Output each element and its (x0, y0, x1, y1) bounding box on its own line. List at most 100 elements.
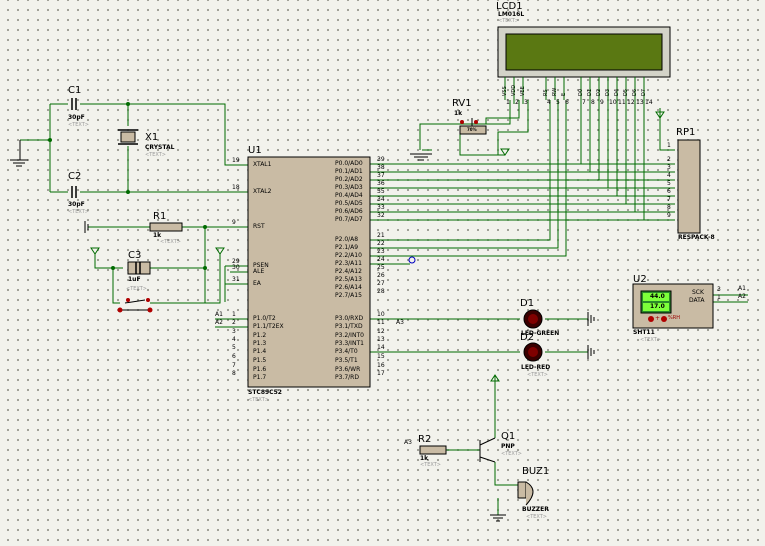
r2-ref[interactable]: R2 (418, 434, 432, 445)
lcd-pin-num: 6 (565, 99, 569, 106)
u1-pin-name: P0.1/AD1 (335, 168, 363, 175)
lcd-pin-num: 14 (645, 99, 653, 106)
u1-pin-num: 17 (377, 370, 385, 377)
lcd-pin-num: 7 (582, 99, 586, 106)
lcd-pin-name: VEE (520, 86, 526, 96)
r1-ref[interactable]: R1 (153, 211, 167, 222)
x1-ref[interactable]: X1 (145, 132, 159, 143)
d1-ref[interactable]: D1 (520, 298, 535, 309)
lcd-model: LM016L (498, 11, 525, 18)
c2-ref[interactable]: C2 (68, 171, 82, 182)
u1-pin-num: 1 (232, 311, 236, 318)
r1-value: 1k (153, 232, 162, 239)
u1-pin-name: P0.4/AD4 (335, 192, 363, 199)
r2-value: 1k (420, 455, 429, 462)
u1-pin-num: 12 (377, 328, 385, 335)
u1-pin-name: EA (253, 280, 261, 287)
q1-ref[interactable]: Q1 (501, 431, 516, 442)
u1-model: STC89C52 (248, 389, 282, 396)
u2-placeholder: <TEXT> (640, 337, 661, 343)
rp1-ref[interactable]: RP1 (676, 127, 696, 138)
c3-value: 1uF (128, 276, 141, 283)
u1-pin-num: 38 (377, 164, 385, 171)
u2-ref[interactable]: U2 (633, 274, 647, 285)
net-a1-left: A1 (215, 311, 223, 318)
rv1-ref[interactable]: RV1 (452, 98, 472, 109)
u1-pin-name: P2.3/A11 (335, 260, 362, 267)
buz1-model: BUZZER (522, 506, 549, 513)
c3-ref[interactable]: C3 (128, 250, 142, 261)
lcd-pin-num: 4 (547, 99, 551, 106)
u1-pin-name: P1.2 (253, 332, 267, 339)
u1-pin-num: 15 (377, 353, 385, 360)
u1-pin-name: P3.3/INT1 (335, 340, 364, 347)
u1-pin-num: 8 (232, 370, 236, 377)
rp1-pin-num: 6 (667, 188, 671, 195)
d2-model: LED-RED (521, 364, 551, 371)
u2-sck-label: SCK (692, 289, 704, 296)
u1-pin-num: 27 (377, 280, 385, 287)
u1-pin-name: P3.6/WR (335, 366, 361, 373)
r1-placeholder: <TEXT> (160, 239, 181, 245)
u1-pin-name: RST (253, 223, 265, 230)
u1-pin-num: 25 (377, 264, 385, 271)
lcd-pin-num: 11 (618, 99, 626, 106)
u1-pin-name: ALE (253, 268, 265, 275)
u1-pin-name: P0.3/AD3 (335, 184, 363, 191)
lcd-pin-name: D5 (623, 88, 629, 96)
rp1-model: RESPACK-8 (678, 234, 715, 241)
u1-pin-num: 30 (232, 264, 240, 271)
u1-pin-name: XTAL2 (253, 188, 272, 195)
q1-model: PNP (501, 443, 515, 450)
u1-pin-num: 6 (232, 353, 236, 360)
u1-pin-name: P3.2/INT0 (335, 332, 364, 339)
c1-value: 30pF (68, 114, 85, 121)
u2-display1: 44.0 (650, 293, 665, 300)
lcd-pin-num: 8 (591, 99, 595, 106)
rv1-value: 1k (454, 110, 463, 117)
u1-pin-name: P1.3 (253, 340, 267, 347)
lcd-ref[interactable]: LCD1 (496, 1, 523, 12)
d1-model: LED-GREEN (521, 330, 560, 337)
u1-pin-num: 34 (377, 196, 385, 203)
lcd-placeholder: <TEXT> (498, 18, 519, 24)
lcd-pin-num: 9 (600, 99, 604, 106)
u1-pin-name: P1.4 (253, 348, 267, 355)
x1-value: CRYSTAL (145, 144, 175, 151)
u2-button2[interactable]: %RH (668, 315, 680, 321)
u1-pin-num: 10 (377, 311, 385, 318)
c3-placeholder: <TEXT> (126, 286, 147, 292)
lcd-pin-name: RS (543, 89, 549, 96)
rp1-pin-num: 8 (667, 204, 671, 211)
u1-pin-num: 32 (377, 212, 385, 219)
net-a2-left: A2 (215, 319, 223, 326)
r2-placeholder: <TEXT> (420, 462, 441, 468)
u1-pin-num: 11 (377, 319, 385, 326)
net-a3-u1: A3 (396, 319, 404, 326)
u1-ref[interactable]: U1 (248, 145, 262, 156)
u2-button1[interactable]: + (655, 315, 661, 322)
rp1-pin-num: 7 (667, 196, 671, 203)
lcd-pin-num: 13 (636, 99, 644, 106)
buz1-ref[interactable]: BUZ1 (522, 466, 550, 477)
d2-ref[interactable]: D2 (520, 332, 535, 343)
net-a1-u2: A1 (738, 285, 746, 292)
lcd-pin-name: D1 (587, 88, 593, 96)
c1-ref[interactable]: C1 (68, 85, 82, 96)
u1-pin-num: 5 (232, 344, 236, 351)
lcd-pin-name: D2 (596, 88, 602, 96)
u2-data-pin: 1 (717, 294, 721, 301)
u1-pin-name: P1.7 (253, 374, 267, 381)
rp1-pin-num: 5 (667, 180, 671, 187)
u1-pin-num: 21 (377, 232, 385, 239)
u1-pin-name: XTAL1 (253, 161, 272, 168)
u1-pin-name: P3.0/RXD (335, 315, 364, 322)
u1-pin-num: 13 (377, 336, 385, 343)
u1-pin-name: P3.5/T1 (335, 357, 358, 364)
rv1-pct: 70% (467, 127, 477, 132)
u1-pin-num: 26 (377, 272, 385, 279)
u1-pin-num: 14 (377, 344, 385, 351)
lcd-pin-name: RW (552, 87, 558, 96)
u1-pin-name: P0.6/AD6 (335, 208, 363, 215)
